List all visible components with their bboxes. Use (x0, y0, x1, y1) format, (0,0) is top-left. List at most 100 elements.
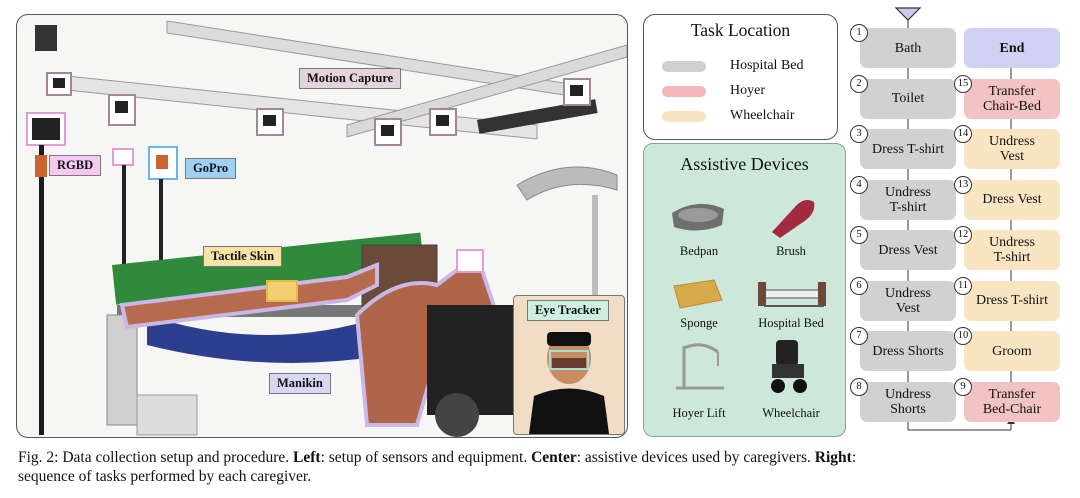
caption-center-text: : assistive devices used by caregivers. (577, 449, 815, 466)
task-number-badge: 14 (954, 125, 972, 143)
caption-left-bold: Left (293, 449, 321, 466)
task-number-badge: 15 (954, 75, 972, 93)
assistive-devices-panel: Assistive Devices Bedpan Brush Sponge Ho… (643, 143, 846, 437)
task-box: End (964, 28, 1060, 68)
task-number-badge: 5 (850, 226, 868, 244)
task-label-line1: Dress T-shirt (872, 142, 944, 157)
task-label-line2: Vest (1000, 149, 1024, 164)
hoyer-lift-icon (672, 340, 728, 392)
setup-photo: Motion Capture RGBD GoPro Tactile Skin M… (16, 14, 628, 438)
device-label: Hospital Bed (746, 316, 836, 331)
task-location-legend: Task Location Hospital Bed Hoyer Wheelch… (643, 14, 838, 140)
task-number-badge: 3 (850, 125, 868, 143)
task-box: Bath (860, 28, 956, 68)
label-tactile-skin: Tactile Skin (203, 246, 282, 267)
device-label: Hoyer Lift (654, 406, 744, 421)
legend-label: Hoyer (730, 83, 765, 99)
brush-icon (764, 194, 820, 238)
task-box: Dress T-shirt (860, 129, 956, 169)
task-label: Toilet (892, 91, 924, 106)
devices-title: Assistive Devices (644, 154, 845, 175)
legend-item-hospital-bed: Hospital Bed (662, 57, 804, 75)
bedpan-icon (668, 199, 728, 235)
task-label-line1: Undress (885, 387, 931, 402)
device-label: Sponge (654, 316, 744, 331)
figure-caption: Fig. 2: Data collection setup and proced… (18, 448, 1068, 486)
label-manikin: Manikin (269, 373, 331, 394)
task-number-badge: 13 (954, 176, 972, 194)
label-rgbd: RGBD (49, 155, 101, 176)
task-number-badge: 4 (850, 176, 868, 194)
legend-swatch (662, 61, 706, 72)
label-eye-tracker: Eye Tracker (527, 300, 609, 321)
legend-swatch (662, 86, 706, 97)
task-label-line1: Dress Vest (982, 192, 1041, 207)
task-box: UndressVest (964, 129, 1060, 169)
task-label-line1: Transfer (989, 84, 1036, 99)
task-label: Groom (992, 344, 1032, 359)
task-label: Dress Vest (878, 243, 937, 258)
task-number-badge: 10 (954, 327, 972, 345)
task-label-line2: T-shirt (994, 250, 1031, 265)
task-label-line2: T-shirt (890, 200, 927, 215)
task-number-badge: 8 (850, 378, 868, 396)
label-gopro: GoPro (185, 158, 236, 179)
task-label: Bath (895, 41, 921, 56)
task-number-badge: 6 (850, 277, 868, 295)
task-label-line2: Chair-Bed (983, 99, 1041, 114)
device-label: Wheelchair (746, 406, 836, 421)
task-label-line1: Dress T-shirt (976, 293, 1048, 308)
task-number-badge: 1 (850, 24, 868, 42)
caption-left-text: : setup of sensors and equipment. (321, 449, 532, 466)
task-number-badge: 11 (954, 277, 972, 295)
task-label: Dress Shorts (872, 344, 943, 359)
device-label: Bedpan (654, 244, 744, 259)
task-label-line1: Dress Shorts (872, 344, 943, 359)
task-label-line1: Dress Vest (878, 243, 937, 258)
task-label: Dress Vest (982, 192, 1041, 207)
legend-label: Wheelchair (730, 108, 795, 124)
task-box: Dress T-shirt (964, 281, 1060, 321)
task-label-line2: Vest (896, 301, 920, 316)
sponge-icon (670, 276, 724, 312)
hospital-bed-icon (754, 276, 830, 314)
task-label: Dress T-shirt (976, 293, 1048, 308)
task-label-line1: Undress (885, 286, 931, 301)
task-number-badge: 2 (850, 75, 868, 93)
task-box: Dress Vest (860, 230, 956, 270)
task-label-line1: End (1000, 41, 1025, 56)
task-label-line1: Toilet (892, 91, 924, 106)
caption-right-bold: Right (815, 449, 852, 466)
task-label-line1: Transfer (989, 387, 1036, 402)
task-box: Dress Vest (964, 180, 1060, 220)
task-label-line1: Bath (895, 41, 921, 56)
task-label-line1: Groom (992, 344, 1032, 359)
task-label-line1: Undress (885, 185, 931, 200)
task-box: UndressT-shirt (964, 230, 1060, 270)
wheelchair-icon (762, 336, 814, 396)
label-motion-capture: Motion Capture (299, 68, 401, 89)
task-label: UndressShorts (885, 387, 931, 417)
caption-right-text: : (852, 449, 856, 466)
task-number-badge: 12 (954, 226, 972, 244)
legend-item-wheelchair: Wheelchair (662, 107, 795, 125)
task-number-badge: 7 (850, 327, 868, 345)
legend-swatch (662, 111, 706, 122)
task-label: TransferBed-Chair (983, 387, 1041, 417)
caption-center-bold: Center (531, 449, 577, 466)
task-box: Toilet (860, 79, 956, 119)
device-label: Brush (746, 244, 836, 259)
task-number-badge: 9 (954, 378, 972, 396)
legend-label: Hospital Bed (730, 58, 804, 74)
